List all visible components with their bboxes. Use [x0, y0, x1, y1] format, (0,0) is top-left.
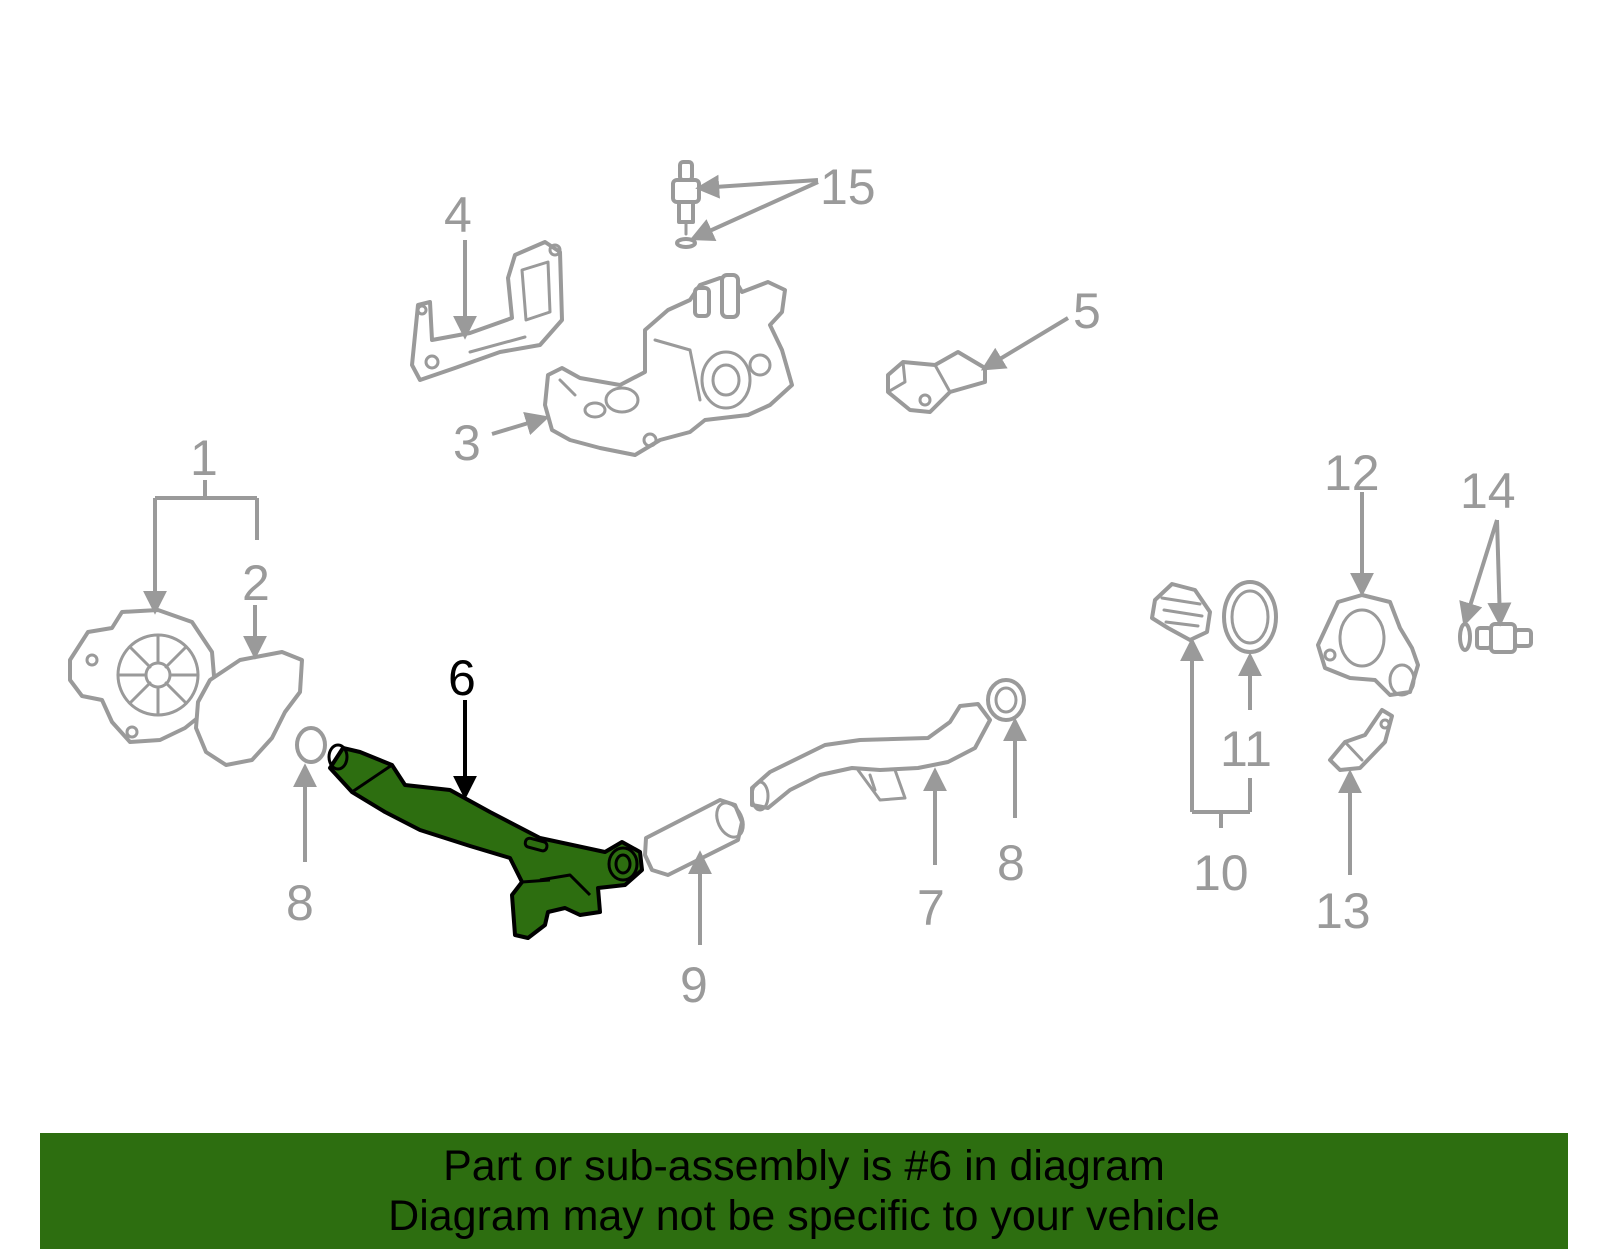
- part-3-housing: [543, 273, 794, 457]
- callout-2: 2: [242, 555, 270, 611]
- callout-15: 15: [820, 159, 876, 215]
- callout-9: 9: [680, 957, 708, 1013]
- part-8-oring-left: [295, 726, 327, 764]
- callout-13: 13: [1315, 883, 1371, 939]
- banner-line-1: Part or sub-assembly is #6 in diagram: [443, 1142, 1165, 1190]
- callout-6-highlighted: 6: [448, 650, 476, 706]
- callout-12: 12: [1324, 445, 1380, 501]
- callout-8-left: 8: [286, 875, 314, 931]
- part-13-bracket: [1328, 708, 1394, 772]
- callout-11: 11: [1220, 721, 1272, 777]
- callout-3: 3: [453, 415, 481, 471]
- part-7-water-pipe: [750, 702, 992, 812]
- part-6-water-pipe-highlighted: [327, 743, 644, 940]
- callout-1: 1: [190, 430, 218, 486]
- callout-10: 10: [1193, 845, 1249, 901]
- part-15-sensor: [671, 160, 701, 249]
- notice-banner: Part or sub-assembly is #6 in diagram Di…: [40, 1133, 1568, 1249]
- leader-lines: [143, 174, 1512, 945]
- banner-line-2: Diagram may not be specific to your vehi…: [388, 1192, 1220, 1240]
- part-11-gasket: [1222, 580, 1278, 654]
- part-4-gasket: [410, 240, 564, 382]
- part-9-hose: [643, 798, 745, 877]
- part-1-water-pump: [68, 608, 217, 744]
- callout-7: 7: [917, 880, 945, 936]
- callout-14: 14: [1460, 463, 1516, 519]
- part-8-oring-right: [986, 678, 1026, 722]
- callout-8-right: 8: [997, 835, 1025, 891]
- part-12-outlet: [1316, 593, 1420, 697]
- part-5-bracket: [886, 350, 987, 414]
- part-10-thermostat: [1150, 582, 1212, 642]
- part-14-sensor: [1458, 622, 1533, 654]
- callout-5: 5: [1073, 283, 1101, 339]
- callout-4: 4: [444, 187, 472, 243]
- part-2-gasket: [194, 650, 304, 767]
